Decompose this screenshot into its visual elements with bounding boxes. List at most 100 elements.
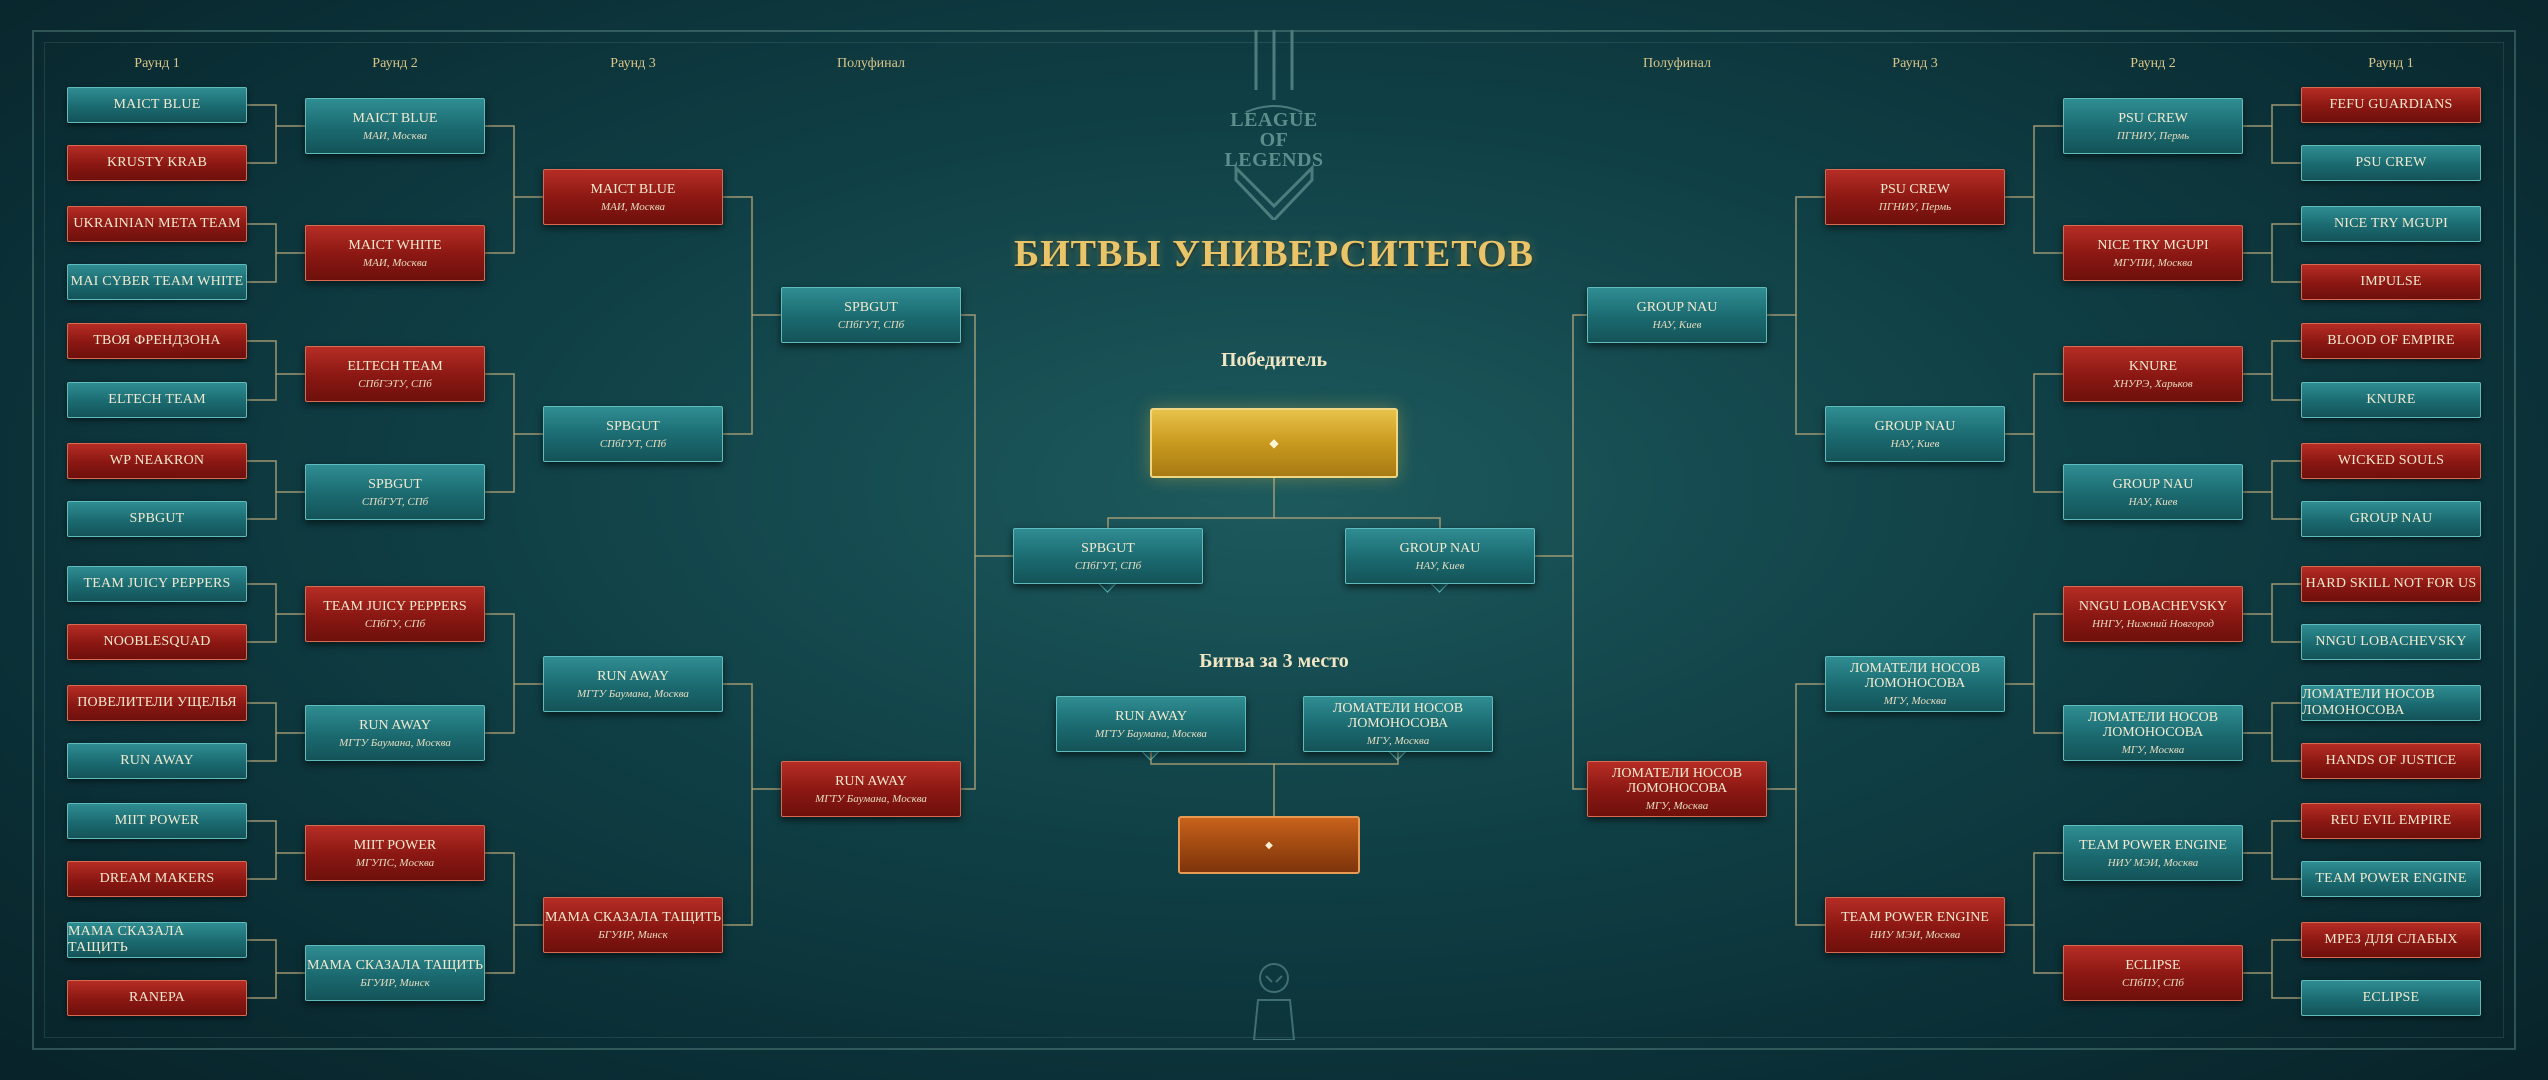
team-slot[interactable]: TEAM POWER ENGINE	[2301, 861, 2481, 897]
team-slot[interactable]: NOOBLESQUAD	[67, 624, 247, 660]
university-name: ХНУРЭ, Харьков	[2113, 377, 2193, 390]
bracket-connector	[485, 373, 515, 493]
bracket-connector	[2271, 223, 2301, 283]
team-slot[interactable]: RANEPA	[67, 980, 247, 1016]
bracket-connector	[2033, 373, 2063, 493]
team-slot[interactable]: MAI CYBER TEAM WHITE	[67, 264, 247, 300]
team-name: ЛОМАТЕЛИ НОСОВ ЛОМОНОСОВА	[1332, 701, 1464, 731]
match-card[interactable]: NNGU LOBACHEVSKY ННГУ, Нижний Новгород	[2063, 586, 2243, 642]
team-slot[interactable]: WP NEAKRON	[67, 443, 247, 479]
mascot-icon	[1248, 960, 1300, 1041]
team-slot[interactable]: ТВОЯ ФРЕНДЗОНА	[67, 323, 247, 359]
third-place-label: Битва за 3 место	[1199, 650, 1349, 672]
team-name: PSU CREW	[1880, 181, 1950, 197]
team-slot[interactable]: МРЕЗ ДЛЯ СЛАБЫХ	[2301, 922, 2481, 958]
team-name: NNGU LOBACHEVSKY	[2078, 598, 2228, 614]
bracket-connector	[2033, 125, 2063, 254]
university-name: СПбГУ, СПб	[364, 617, 426, 630]
team-slot[interactable]: HANDS OF JUSTICE	[2301, 743, 2481, 779]
winner-diamond-icon: ◆	[1269, 435, 1279, 450]
team-slot[interactable]: MIIT POWER	[67, 803, 247, 839]
team-slot[interactable]: NICE TRY MGUPI	[2301, 206, 2481, 242]
team-slot[interactable]: PSU CREW	[2301, 145, 2481, 181]
university-name: БГУИР, Минск	[360, 976, 430, 989]
team-name: ЛОМАТЕЛИ НОСОВ ЛОМОНОСОВА	[2087, 710, 2219, 740]
team-slot[interactable]: HARD SKILL NOT FOR US	[2301, 566, 2481, 602]
team-slot[interactable]: UKRAINIAN META TEAM	[67, 206, 247, 242]
team-slot[interactable]: BLOOD OF EMPIRE	[2301, 323, 2481, 359]
match-card[interactable]: RUN AWAY МГТУ Баумана, Москва	[543, 656, 723, 712]
team-slot[interactable]: NNGU LOBACHEVSKY	[2301, 624, 2481, 660]
team-name: GROUP NAU	[1874, 418, 1956, 434]
team-name: RUN AWAY	[597, 668, 669, 684]
university-name: МАИ, Москва	[362, 129, 428, 142]
university-name: МГТУ Баумана, Москва	[577, 687, 689, 700]
match-card[interactable]: GROUP NAU НАУ, Киев	[1825, 406, 2005, 462]
university-name: МГУПС, Москва	[355, 856, 435, 869]
university-name: МГУ, Москва	[1883, 695, 1947, 707]
team-slot[interactable]: RUN AWAY	[67, 743, 247, 779]
team-slot[interactable]: KRUSTY KRAB	[67, 145, 247, 181]
team-slot[interactable]: ЛОМАТЕЛИ НОСОВ ЛОМОНОСОВА	[2301, 685, 2481, 721]
team-slot[interactable]: KNURE	[2301, 382, 2481, 418]
round-header-r1: Раунд 1	[2368, 56, 2414, 71]
team-slot[interactable]: TEAM JUICY PEPPERS	[67, 566, 247, 602]
bracket-connector	[961, 314, 976, 790]
bracket-connector	[247, 340, 277, 401]
team-slot[interactable]: GROUP NAU	[2301, 501, 2481, 537]
match-card[interactable]: PSU CREW ПГНИУ, Пермь	[1825, 169, 2005, 225]
team-slot[interactable]: ECLIPSE	[2301, 980, 2481, 1016]
third-place-slot[interactable]: ◆	[1178, 816, 1360, 874]
winner-label: Победитель	[1220, 349, 1328, 371]
university-name: ННГУ, Нижний Новгород	[2092, 617, 2214, 630]
winner-slot[interactable]: ◆	[1150, 408, 1398, 478]
bracket-connector	[2271, 702, 2301, 762]
team-slot[interactable]: ELTECH TEAM	[67, 382, 247, 418]
bracket-connector	[247, 939, 277, 999]
team-slot[interactable]: IMPULSE	[2301, 264, 2481, 300]
team-slot[interactable]: ПОВЕЛИТЕЛИ УЩЕЛЬЯ	[67, 685, 247, 721]
university-name: ПГНИУ, Пермь	[1878, 200, 1952, 213]
team-slot[interactable]: DREAM MAKERS	[67, 861, 247, 897]
team-name: NICE TRY MGUPI	[2097, 237, 2209, 253]
team-slot[interactable]: МАМА СКАЗАЛА ТАЩИТЬ	[67, 922, 247, 958]
university-name: СПбГУТ, СПб	[599, 437, 667, 450]
team-slot[interactable]: SPBGUT	[67, 501, 247, 537]
team-slot[interactable]: MAICT BLUE	[67, 87, 247, 123]
team-slot[interactable]: REU EVIL EMPIRE	[2301, 803, 2481, 839]
university-name: НАУ, Киев	[1890, 437, 1940, 450]
bracket-connector	[247, 583, 277, 643]
team-slot[interactable]: FEFU GUARDIANS	[2301, 87, 2481, 123]
bracket-connector	[247, 820, 277, 880]
university-name: НИУ МЭИ, Москва	[2107, 856, 2199, 869]
team-slot[interactable]: WICKED SOULS	[2301, 443, 2481, 479]
